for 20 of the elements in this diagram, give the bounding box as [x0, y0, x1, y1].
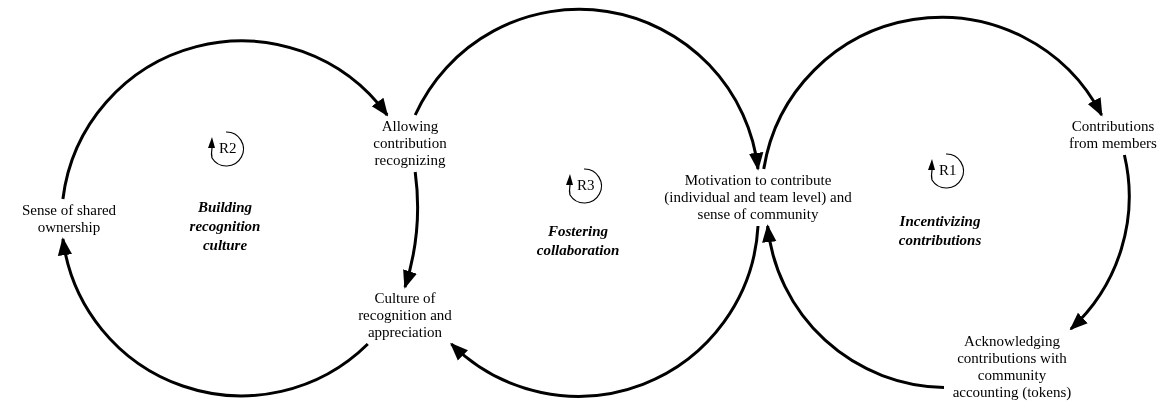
arrow	[450, 225, 760, 398]
arrow	[413, 7, 763, 171]
variable-label: Motivation to contribute (individual and team level) and sense of community	[662, 172, 854, 223]
arrow	[762, 16, 1103, 170]
variable-label: Acknowledging contributions with community accounting (tokens)	[948, 333, 1076, 401]
loop-id: R2	[219, 139, 237, 158]
loop-name: Incentivizing contributions	[897, 212, 983, 250]
loop-name: Building recognition culture	[188, 198, 262, 255]
arrow	[763, 224, 945, 389]
loop-id: R1	[939, 161, 957, 180]
arrow	[402, 171, 419, 289]
loop-name: Fostering collaboration	[535, 222, 621, 260]
variable-label: Contributions from members	[1056, 118, 1170, 152]
variable-label: Culture of recognition and appreciation	[343, 290, 467, 341]
variable-label: Sense of shared ownership	[8, 202, 130, 236]
arrow	[1069, 154, 1131, 331]
variable-label: Allowing contribution recognizing	[358, 118, 462, 169]
arrow	[58, 237, 369, 398]
loop-id: R3	[577, 176, 595, 195]
arrow	[61, 39, 389, 200]
